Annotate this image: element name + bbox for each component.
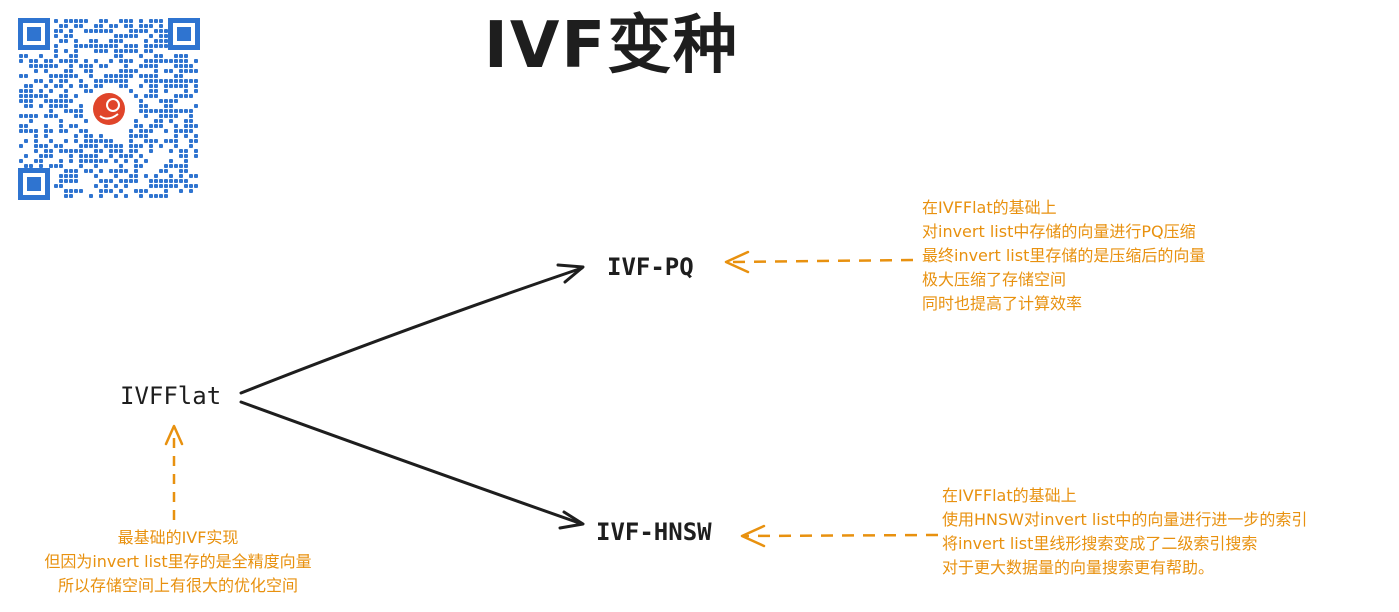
arrowhead-ivfhnsw-icon — [558, 510, 585, 530]
annotation-line: 最基础的IVF实现 — [117, 528, 239, 547]
edge-ivfflat-to-ivfpq — [239, 266, 584, 395]
qr-code-icon — [18, 18, 200, 200]
node-ivfpq: IVF-PQ — [607, 253, 694, 281]
annotation-line: 对于更大数据量的向量搜索更有帮助。 — [942, 558, 1215, 577]
annotation-line: 同时也提高了计算效率 — [922, 294, 1083, 313]
annotation-line: 对invert list中存储的向量进行PQ压缩 — [922, 222, 1196, 241]
arrowhead-pq-annotation-icon — [724, 250, 750, 274]
page-title: IVF变种 — [484, 9, 740, 83]
annotation-ivfflat: 最基础的IVF实现 但因为invert list里存的是全精度向量 所以存储空间… — [0, 526, 356, 598]
annotation-ivfhnsw: 在IVFFlat的基础上 使用HNSW对invert list中的向量进行进一步… — [942, 484, 1307, 580]
annotation-line: 在IVFFlat的基础上 — [922, 198, 1057, 217]
annotation-ivfpq: 在IVFFlat的基础上 对invert list中存储的向量进行PQ压缩 最终… — [922, 196, 1205, 316]
dashed-arrow-hnsw — [743, 533, 939, 538]
annotation-line: 但因为invert list里存的是全精度向量 — [44, 552, 312, 571]
node-ivfflat: IVFFlat — [120, 382, 222, 410]
annotation-line: 使用HNSW对invert list中的向量进行进一步的索引 — [942, 510, 1308, 529]
edge-ivfflat-to-ivfhnsw — [239, 400, 584, 526]
arrowhead-hnsw-annotation-icon — [740, 524, 766, 548]
node-ivfhnsw: IVF-HNSW — [596, 518, 712, 546]
annotation-line: 将invert list里线形搜索变成了二级索引搜索 — [942, 534, 1258, 553]
annotation-line: 在IVFFlat的基础上 — [942, 486, 1077, 505]
arrowhead-flat-annotation-icon — [164, 424, 184, 446]
dashed-arrow-pq — [727, 258, 914, 264]
annotation-line: 所以存储空间上有很大的优化空间 — [57, 576, 298, 595]
annotation-line: 最终invert list里存储的是压缩后的向量 — [922, 246, 1206, 265]
annotation-line: 极大压缩了存储空间 — [922, 270, 1067, 289]
arrowhead-ivfpq-icon — [556, 263, 585, 284]
